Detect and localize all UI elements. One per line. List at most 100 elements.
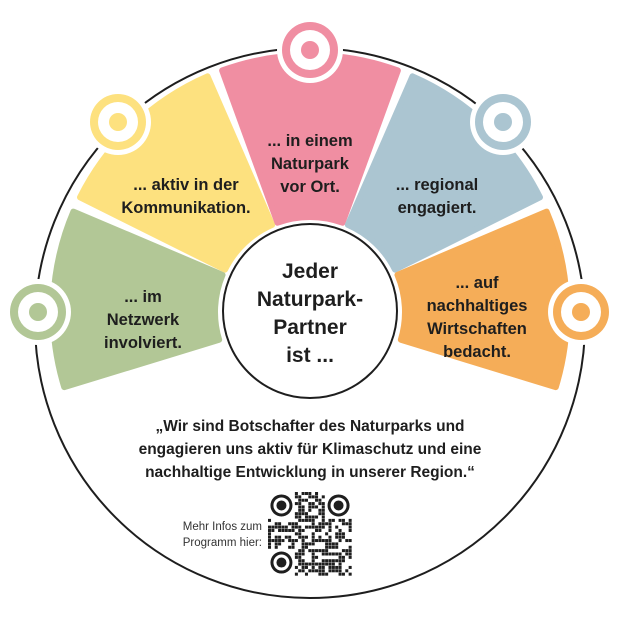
- qr-module: [311, 549, 315, 553]
- qr-module: [278, 539, 282, 543]
- qr-module: [304, 535, 308, 539]
- qr-module: [335, 545, 339, 549]
- qr-module: [348, 555, 352, 559]
- qr-module: [328, 539, 332, 543]
- qr-module: [274, 545, 278, 549]
- qr-module: [348, 522, 352, 526]
- segment-line: vor Ort.: [280, 178, 340, 196]
- qr-module: [304, 512, 308, 516]
- qr-module: [328, 569, 332, 573]
- qr-module: [328, 518, 332, 522]
- qr-module: [318, 549, 322, 553]
- qr-module: [281, 525, 285, 529]
- qr-module: [341, 549, 345, 553]
- qr-module: [301, 508, 305, 512]
- quote-line: „Wir sind Botschafter des Naturparks und: [155, 418, 464, 435]
- qr-module: [301, 492, 305, 496]
- qr-module: [338, 535, 342, 539]
- qr-module: [268, 539, 272, 543]
- qr-module: [348, 539, 352, 543]
- qr-module: [331, 552, 335, 556]
- qr-module: [328, 542, 332, 546]
- qr-module: [345, 522, 349, 526]
- qr-module: [331, 565, 335, 569]
- qr-module: [335, 552, 339, 556]
- qr-module: [315, 539, 319, 543]
- qr-module: [294, 522, 298, 526]
- segment-line: Naturpark: [271, 155, 350, 173]
- qr-module: [311, 565, 315, 569]
- qr-module: [338, 555, 342, 559]
- qr-module: [315, 555, 319, 559]
- qr-module: [301, 528, 305, 532]
- target-icon: [277, 17, 343, 83]
- qr-module: [304, 572, 308, 576]
- segment-line: Netzwerk: [107, 311, 180, 329]
- qr-module: [288, 545, 292, 549]
- qr-module: [311, 552, 315, 556]
- qr-module: [318, 572, 322, 576]
- qr-module: [321, 549, 325, 553]
- qr-module: [321, 559, 325, 563]
- qr-module: [331, 545, 335, 549]
- qr-module: [311, 515, 315, 519]
- qr-module: [318, 508, 322, 512]
- qr-module: [291, 542, 295, 546]
- qr-module: [298, 552, 302, 556]
- qr-module: [284, 535, 288, 539]
- qr-module: [341, 559, 345, 563]
- qr-module: [301, 565, 305, 569]
- qr-module: [321, 562, 325, 566]
- segment-line: ... in einem: [267, 132, 352, 150]
- center-line: Jeder: [282, 260, 338, 283]
- qr-module: [338, 552, 342, 556]
- qr-module: [348, 525, 352, 529]
- qr-module: [268, 528, 272, 532]
- qr-module: [304, 542, 308, 546]
- qr-module: [348, 549, 352, 553]
- qr-module: [348, 528, 352, 532]
- qr-module: [268, 525, 272, 529]
- qr-module: [294, 492, 298, 496]
- qr-module: [301, 539, 305, 543]
- qr-module: [294, 502, 298, 506]
- qr-module: [311, 555, 315, 559]
- qr-module: [298, 535, 302, 539]
- qr-module: [284, 528, 288, 532]
- qr-code-icon[interactable]: [268, 492, 352, 576]
- qr-module: [304, 518, 308, 522]
- qr-module: [321, 495, 325, 499]
- qr-finder: [276, 557, 287, 568]
- qr-module: [288, 535, 292, 539]
- qr-module: [304, 545, 308, 549]
- segment-line: Wirtschaften: [427, 320, 527, 338]
- qr-module: [304, 492, 308, 496]
- segment-naturpark: [219, 52, 401, 226]
- quote-line: engagieren uns aktiv für Klimaschutz und…: [139, 441, 482, 458]
- qr-module: [338, 565, 342, 569]
- qr-module: [321, 502, 325, 506]
- qr-module: [304, 498, 308, 502]
- qr-module: [308, 505, 312, 509]
- qr-module: [271, 528, 275, 532]
- qr-module: [301, 562, 305, 566]
- qr-module: [341, 518, 345, 522]
- qr-module: [325, 539, 329, 543]
- center-line: Partner: [273, 316, 347, 339]
- qr-module: [338, 562, 342, 566]
- qr-module: [278, 525, 282, 529]
- qr-module: [318, 535, 322, 539]
- qr-module: [308, 569, 312, 573]
- qr-module: [294, 555, 298, 559]
- qr-module: [268, 535, 272, 539]
- segment-label-regional: ... regional engagiert.: [396, 176, 479, 217]
- qr-module: [321, 518, 325, 522]
- qr-finder: [276, 500, 287, 511]
- qr-module: [298, 525, 302, 529]
- qr-module: [328, 562, 332, 566]
- qr-module: [335, 569, 339, 573]
- quote-line: nachhaltige Entwicklung in unserer Regio…: [145, 464, 475, 481]
- qr-module: [294, 525, 298, 529]
- qr-module: [308, 515, 312, 519]
- qr-module: [284, 525, 288, 529]
